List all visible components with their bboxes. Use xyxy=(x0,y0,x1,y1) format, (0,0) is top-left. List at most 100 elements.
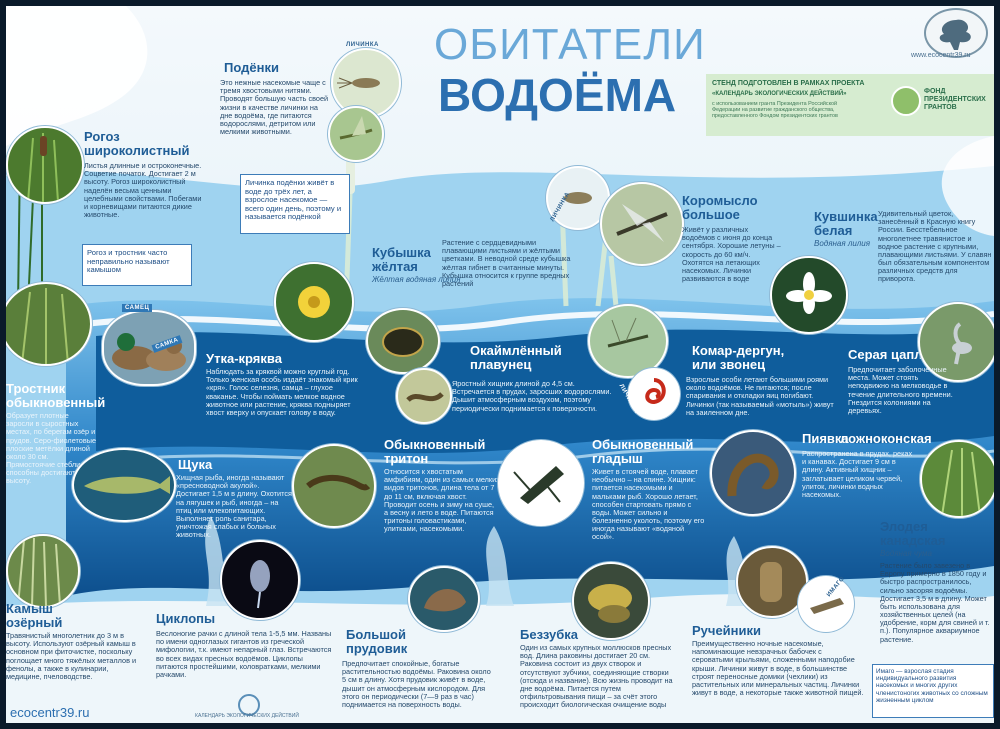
fund-name: ФОНД ПРЕЗИДЕНТСКИХ ГРАНТОВ xyxy=(924,88,986,111)
podenki-larva-label: ЛИЧИНКА xyxy=(346,42,379,48)
trostnik-name2: обыкновенный xyxy=(6,395,106,410)
title-line2: ВОДОЁМА xyxy=(438,69,677,121)
elodeya-latin: Водяная чума xyxy=(880,549,932,558)
piyavka-name2: ложноконская xyxy=(840,431,932,446)
elodeya-name1: Элодея xyxy=(880,519,928,534)
podenki-adult-photo xyxy=(328,106,384,162)
plavunets-text: Яростный хищник длиной до 4,5 см. Встреч… xyxy=(452,379,612,413)
trostnik-text: Образует плотные заросли в сыростных мес… xyxy=(6,411,97,486)
piyavka-photo xyxy=(710,430,796,516)
shchuka-photo xyxy=(72,448,176,522)
tsiklopy-name: Циклопы xyxy=(156,611,216,626)
calendar-logo-text: КАЛЕНДАРЬ ЭКОЛОГИЧЕСКИХ ДЕЙСТВИЙ xyxy=(195,713,299,719)
title-line1: ОБИТАТЕЛИ xyxy=(434,20,706,69)
podenki-note: Личинка подёнки живёт в воде до трёх лет… xyxy=(240,174,350,234)
shchuka-name: Щука xyxy=(178,457,213,472)
komar-larva-photo xyxy=(628,368,680,420)
fund-emblem-icon xyxy=(891,86,921,116)
bezzubka-name: Беззубка xyxy=(520,627,578,642)
rogoz-text: Листья длинные и остроконечные. Соцветие… xyxy=(84,161,202,220)
rogoz-note-text: Рогоз и тростник часто неправильно назыв… xyxy=(87,248,170,274)
koromyslo-name1: Коромысло xyxy=(682,193,758,208)
kamysh-name1: Камыш xyxy=(6,601,53,616)
kuvshinka-text: Удивительный цветок, занесённый в Красну… xyxy=(878,209,992,284)
rucheyniki-text: Преимущественно ночные насекомые, напоми… xyxy=(692,639,864,698)
prudovik-name1: Большой xyxy=(346,627,406,642)
imago-note: Имаго — взрослая стадия индивидуального … xyxy=(872,664,994,718)
rucheyniki-name: Ручейники xyxy=(692,623,762,638)
imago-note-text: Имаго — взрослая стадия индивидуального … xyxy=(876,668,988,704)
trostnik-photo xyxy=(6,282,92,366)
podenki-text: Это нежные насекомые чаще с тремя хвосто… xyxy=(220,78,329,137)
utka-photo xyxy=(102,310,196,386)
triton-photo xyxy=(292,444,376,528)
kuvshinka-name2: белая xyxy=(814,223,853,238)
rogoz-note: Рогоз и тростник часто неправильно назыв… xyxy=(82,244,192,286)
rogoz-name1: Рогоз xyxy=(84,129,120,144)
komar-photo xyxy=(588,304,668,378)
tsaplya-name: Серая цапля xyxy=(848,347,931,362)
bezzubka-photo xyxy=(572,562,650,640)
tsiklopy-text: Веслоногие рачки с длиной тела 1-5,5 мм.… xyxy=(156,629,332,679)
gladysh-photo xyxy=(498,440,584,526)
grant-text: с использованием гранта Президента Росси… xyxy=(712,101,838,120)
plavunets-name2: плавунец xyxy=(470,357,532,372)
site-top: www.ecocentr39.ru xyxy=(911,52,971,59)
elodeya-photo xyxy=(920,440,994,518)
kubyshka-photo xyxy=(274,262,354,342)
tsaplya-photo xyxy=(918,302,994,382)
kubyshka-latin: Жёлтая водяная лилия xyxy=(372,275,461,284)
koromyslo-name2: большое xyxy=(682,207,740,222)
koromyslo-larva-photo xyxy=(546,166,610,230)
bezzubka-text: Один из самых крупных моллюсков пресных … xyxy=(520,643,673,710)
kamysh-name2: озёрный xyxy=(6,615,63,630)
komar-text: Взрослые особи летают большими роями око… xyxy=(686,375,834,417)
prudovik-name2: прудовик xyxy=(346,641,408,656)
podenki-larva-photo xyxy=(331,48,401,118)
elodeya-text: Растение было завезено в Европу примерно… xyxy=(880,561,990,644)
kuvshinka-photo xyxy=(770,256,848,334)
prudovik-photo xyxy=(408,566,480,632)
komar-name2: или звонец xyxy=(692,357,766,372)
piyavka-text: Распространена в прудах, реках и канавах… xyxy=(802,449,913,499)
tree-icon xyxy=(939,19,971,50)
tsiklopy-photo xyxy=(220,540,300,620)
rogoz-photo xyxy=(6,126,84,204)
kamysh-text: Травянистый многолетник до 3 м в высоту.… xyxy=(6,631,137,681)
elodeya-name2: канадская xyxy=(880,533,946,548)
gladysh-name1: Обыкновенный xyxy=(592,437,694,452)
calendar-logo-icon xyxy=(238,694,260,716)
koromyslo-photo xyxy=(600,182,684,266)
kamysh-photo xyxy=(6,534,80,608)
piyavka-name1: Пиявка xyxy=(802,431,849,446)
triton-name2: тритон xyxy=(384,451,429,466)
koromyslo-text: Живёт у различных водоёмов с июня до кон… xyxy=(682,225,781,284)
rucheyniki-larva-photo xyxy=(736,546,808,618)
footer-site: ecocentr39.ru xyxy=(10,705,90,720)
utka-male-label: САМЕЦ xyxy=(122,304,153,312)
grant-panel: СТЕНД ПОДГОТОВЛЕН В РАМКАХ ПРОЕКТА «КАЛЕ… xyxy=(706,74,994,136)
plavunets-name1: Окаймлённый xyxy=(470,343,562,358)
rucheyniki-adult-photo xyxy=(798,576,854,632)
tsaplya-text: Предпочитает заболоченные места. Может с… xyxy=(848,365,953,415)
gladysh-name2: гладыш xyxy=(592,451,643,466)
triton-text: Относится к хвостатым амфибиям, один из … xyxy=(384,467,500,534)
prudovik-text: Предпочитает спокойные, богатые растител… xyxy=(342,659,491,709)
kuvshinka-latin: Водяная лилия xyxy=(814,239,871,248)
trostnik-name1: Тростник xyxy=(6,381,66,396)
grant-heading: СТЕНД ПОДГОТОВЛЕН В РАМКАХ ПРОЕКТА xyxy=(712,80,865,87)
utka-text: Наблюдать за кряквой можно круглый год. … xyxy=(206,367,358,417)
grant-project: «КАЛЕНДАРЬ ЭКОЛОГИЧЕСКИХ ДЕЙСТВИЙ» xyxy=(712,91,847,97)
kubyshka-name1: Кубышка xyxy=(372,245,431,260)
utka-name: Утка-кряква xyxy=(206,351,282,366)
rogoz-name2: широколистный xyxy=(84,143,190,158)
podenki-note-text: Личинка подёнки живёт в воде до трёх лет… xyxy=(245,178,342,221)
logo-ecocentr-top xyxy=(924,8,988,58)
kubyshka-name2: жёлтая xyxy=(372,259,418,274)
podenki-name: Подёнки xyxy=(224,60,279,75)
gladysh-text: Живет в стоячей воде, плавает необычно –… xyxy=(592,467,705,542)
plavunets-photo xyxy=(366,308,440,374)
poster: ОБИТАТЕЛИ ВОДОЁМА www.ecocentr39.ru СТЕН… xyxy=(6,6,994,723)
kubyshka-text: Растение с сердцевидными плавающими лист… xyxy=(442,238,571,288)
plavunets-larva-photo xyxy=(396,368,452,424)
